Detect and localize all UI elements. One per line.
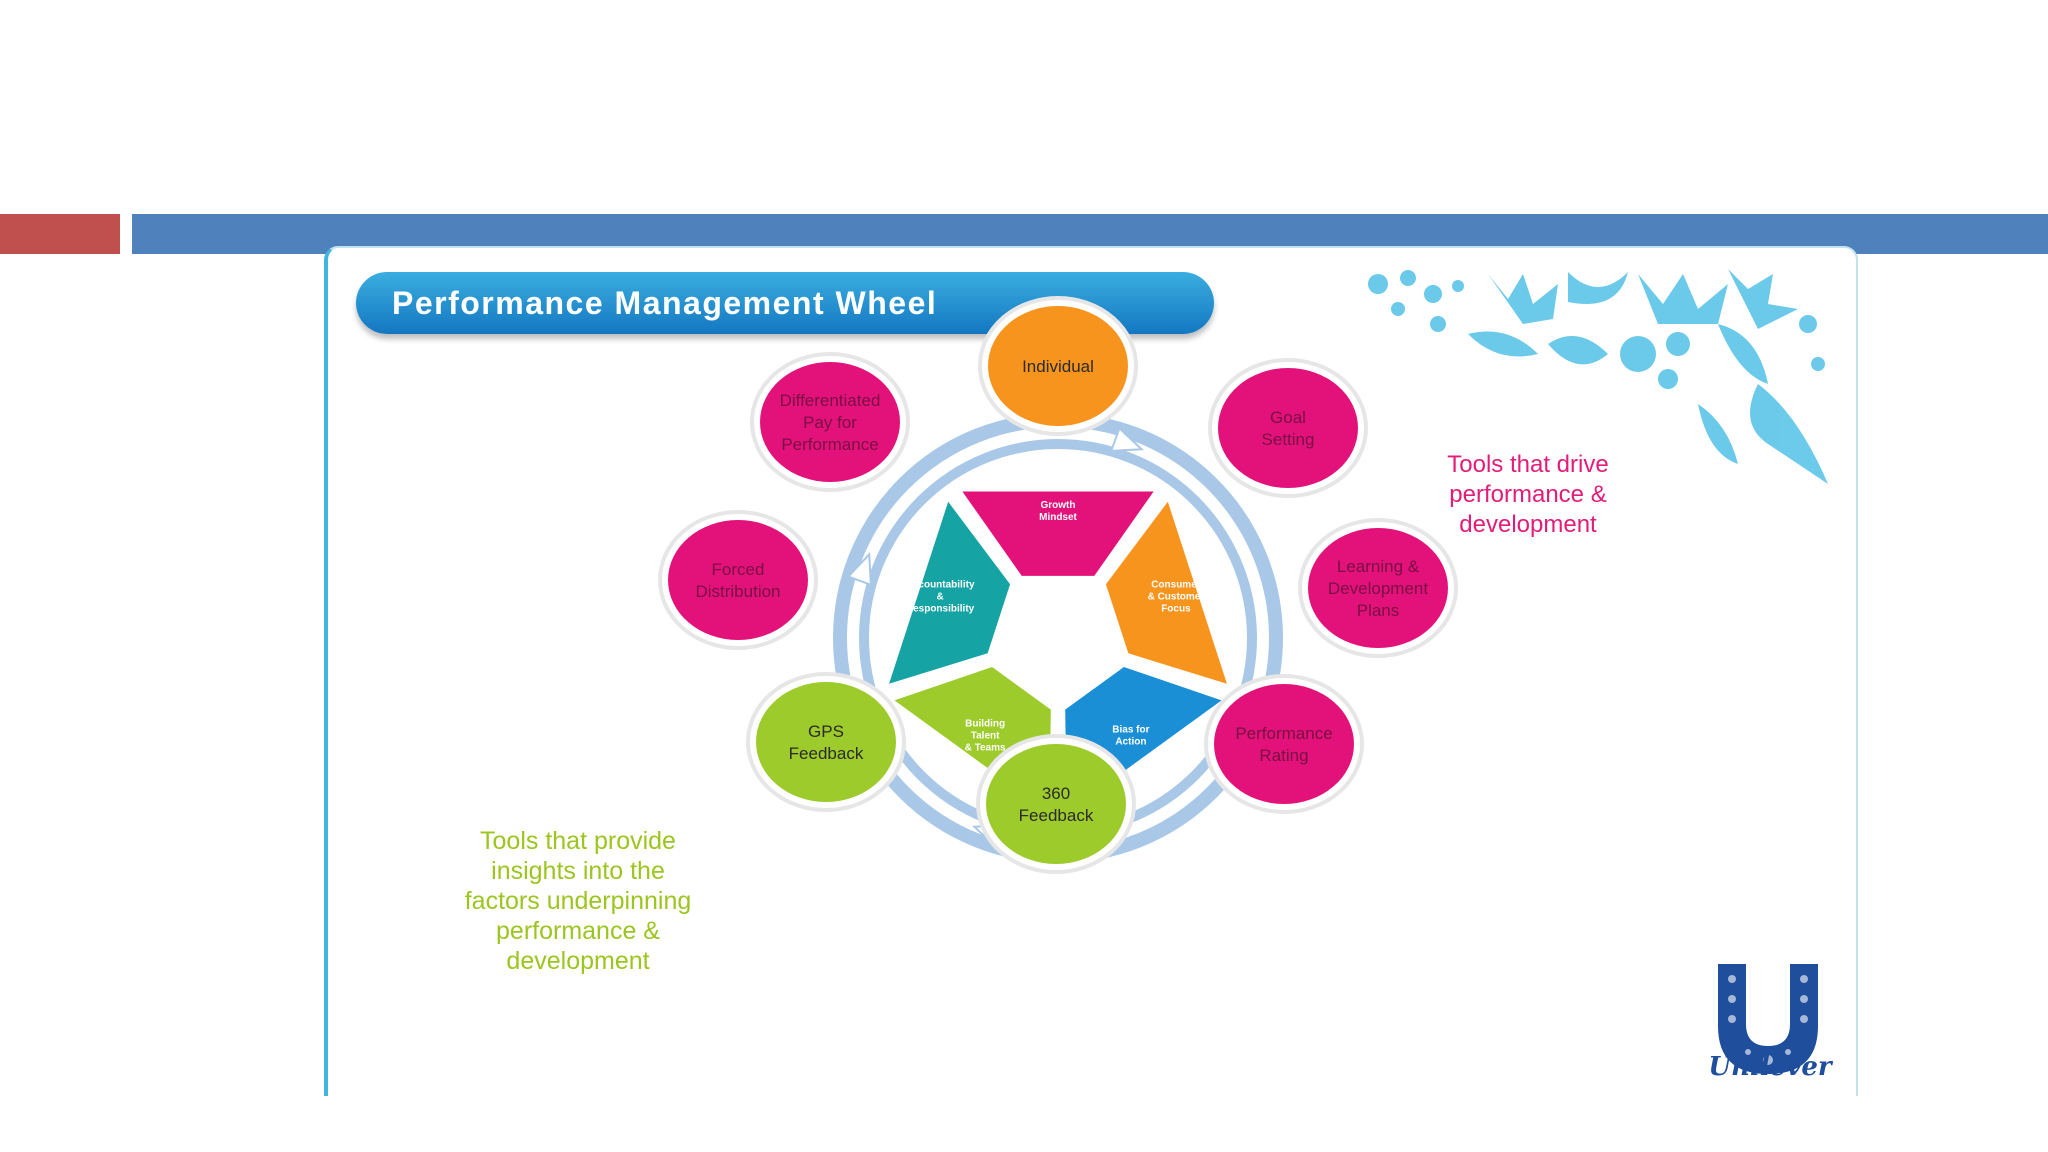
tools-drive-line: development (1459, 511, 1597, 538)
tools-insights-line: development (506, 947, 650, 975)
decorative-pattern-icon (1368, 269, 1828, 484)
node-label-individual: Individual (1022, 357, 1094, 376)
logo-text: Unilever (1708, 1052, 1832, 1082)
segment-growth-mindset (962, 491, 1154, 576)
segment-label-accountability: Accountability&Responsibility (906, 580, 975, 615)
tools-drive-line: Tools that drive (1447, 451, 1609, 478)
page-title: Performance Management Wheel (392, 284, 938, 321)
tools-insights-line: insights into the (491, 857, 665, 885)
tools-insights-label: Tools that provide insights into the fac… (428, 826, 728, 976)
tools-drive-line: performance & (1449, 481, 1607, 508)
accent-bar-red (0, 214, 120, 254)
unilever-logo-icon (1718, 964, 1818, 1074)
node-individual: Individual (978, 296, 1138, 436)
segment-accountability (889, 501, 1011, 684)
segment-consumer-customer (1105, 501, 1227, 684)
tools-drive-label: Tools that drive performance & developme… (1408, 450, 1648, 540)
ring-arrow (1109, 426, 1144, 452)
tools-insights-line: factors underpinning (464, 887, 692, 915)
wheel-image: Performance Management Wheel Tools that … (324, 246, 1858, 1096)
tools-insights-line: Tools that provide (480, 827, 676, 855)
tools-insights-line: performance & (496, 917, 660, 945)
ring-arrow (846, 552, 872, 587)
center-pentagon (1000, 589, 1116, 698)
